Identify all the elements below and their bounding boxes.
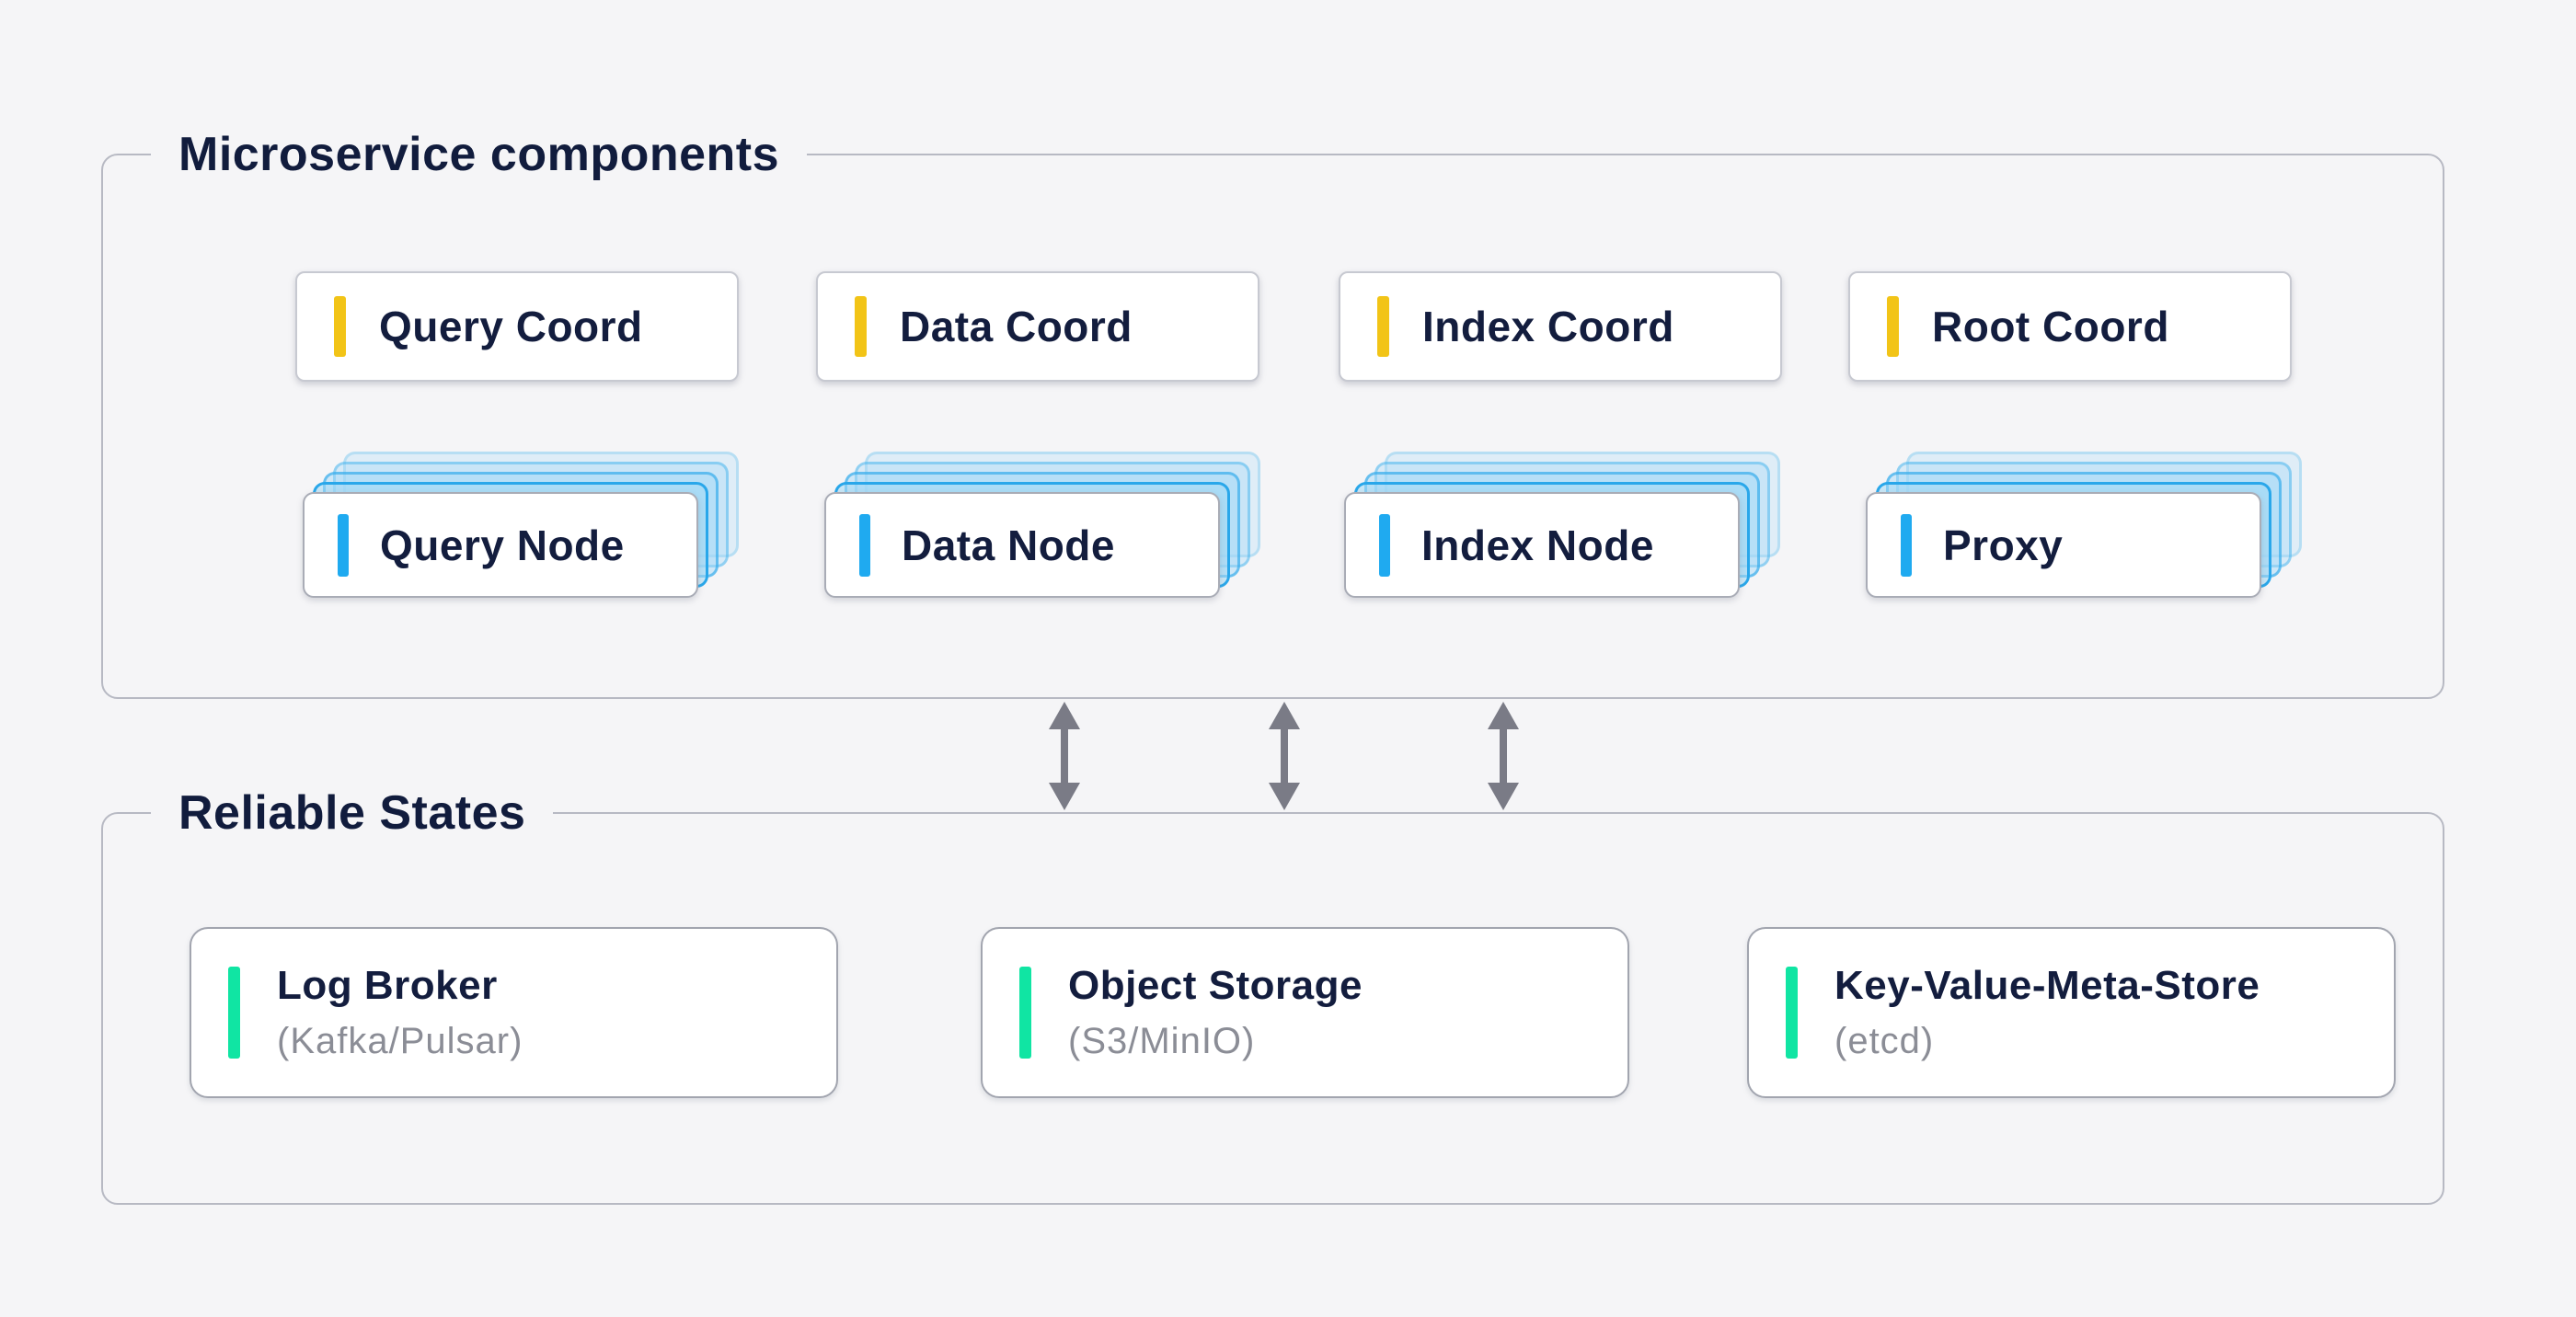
blue-accent-bar: [338, 513, 349, 577]
green-accent-bar: [228, 967, 240, 1059]
key-value-meta-store-label: Key-Value-Meta-Store: [1834, 963, 2260, 1008]
yellow-accent-bar: [334, 296, 346, 357]
green-accent-bar: [1019, 967, 1031, 1059]
yellow-accent-bar: [855, 296, 867, 357]
index-coord-label: Index Coord: [1422, 303, 1674, 350]
root-coord-label: Root Coord: [1932, 303, 2169, 350]
yellow-accent-bar: [1377, 296, 1389, 357]
proxy-stack: Proxy: [1866, 452, 2302, 598]
query-coord-label: Query Coord: [379, 303, 643, 350]
log-broker-label: Log Broker: [277, 963, 498, 1008]
data-coord-card: Data Coord: [816, 271, 1259, 382]
yellow-accent-bar: [1887, 296, 1899, 357]
blue-accent-bar: [1379, 513, 1390, 577]
object-storage-label: Object Storage: [1068, 963, 1363, 1008]
query-coord-card: Query Coord: [295, 271, 739, 382]
data-node-card: Data Node: [824, 492, 1220, 598]
green-accent-bar: [1786, 967, 1798, 1059]
bidirectional-arrow-icon: [1049, 702, 1080, 810]
proxy-card: Proxy: [1866, 492, 2261, 598]
object-storage-sublabel: (S3/MinIO): [1068, 1021, 1256, 1061]
query-node-card: Query Node: [303, 492, 698, 598]
data-coord-label: Data Coord: [900, 303, 1133, 350]
reliable-states-group: Reliable States Log Broker (Kafka/Pulsar…: [101, 781, 2444, 1205]
object-storage-card: Object Storage (S3/MinIO): [981, 927, 1629, 1098]
key-value-meta-store-sublabel: (etcd): [1834, 1021, 1935, 1061]
index-node-card: Index Node: [1344, 492, 1740, 598]
query-node-label: Query Node: [380, 521, 625, 569]
reliable-states-title: Reliable States: [151, 781, 554, 845]
index-node-stack: Index Node: [1344, 452, 1780, 598]
bidirectional-arrow-icon: [1488, 702, 1519, 810]
log-broker-sublabel: (Kafka/Pulsar): [277, 1021, 523, 1061]
data-node-label: Data Node: [902, 521, 1115, 569]
proxy-label: Proxy: [1943, 521, 2064, 569]
bidirectional-arrow-icon: [1269, 702, 1300, 810]
root-coord-card: Root Coord: [1848, 271, 2292, 382]
query-node-stack: Query Node: [303, 452, 739, 598]
index-coord-card: Index Coord: [1339, 271, 1782, 382]
log-broker-card: Log Broker (Kafka/Pulsar): [190, 927, 838, 1098]
data-node-stack: Data Node: [824, 452, 1260, 598]
blue-accent-bar: [859, 513, 870, 577]
blue-accent-bar: [1901, 513, 1912, 577]
microservice-components-group: Microservice components Query Coord Data…: [101, 122, 2444, 699]
index-node-label: Index Node: [1421, 521, 1654, 569]
microservice-components-title: Microservice components: [151, 122, 808, 187]
key-value-meta-store-card: Key-Value-Meta-Store (etcd): [1747, 927, 2396, 1098]
